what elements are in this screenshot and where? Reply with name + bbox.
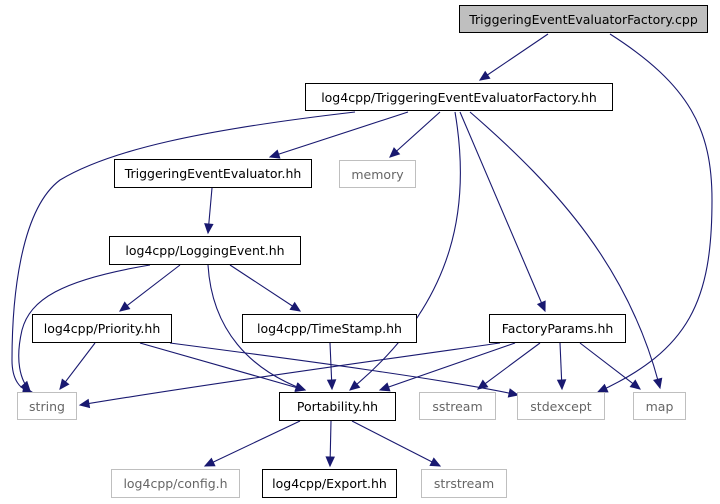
node-stdexcept: stdexcept xyxy=(517,392,605,420)
edge-log4cpp-logging-event-hh-to-log4cpp-priority-hh xyxy=(119,264,181,312)
edge-log4cpp-priority-hh-to-string xyxy=(59,342,96,390)
edge-line xyxy=(59,342,96,390)
edge-line xyxy=(351,420,441,467)
edge-line xyxy=(207,264,306,391)
edge-log4cpp-time-stamp-hh-to-portability-hh xyxy=(326,342,337,391)
edge-portability-hh-to-log4cpp-config-h xyxy=(203,420,301,467)
edge-arrowhead xyxy=(629,379,641,390)
edge-arrowhead xyxy=(429,457,442,467)
edge-factory-params-hh-to-portability-hh xyxy=(378,342,516,392)
edge-factory-params-hh-to-stdexcept xyxy=(556,342,567,391)
edge-line xyxy=(269,111,409,158)
edge-line xyxy=(479,33,549,81)
node-map: map xyxy=(633,392,686,420)
edge-log4cpp-logging-event-hh-to-log4cpp-time-stamp-hh xyxy=(229,264,302,312)
edge-log4cpp-logging-event-hh-to-string xyxy=(18,264,151,392)
edge-line xyxy=(459,111,546,312)
edge-arrowhead xyxy=(268,149,281,159)
node-triggering-event-evaluator-hh[interactable]: TriggeringEventEvaluator.hh xyxy=(114,159,312,188)
edge-line xyxy=(204,420,301,467)
edge-triggering-event-evaluator-factory-cpp-to-log4cpp-triggering-event-evaluator-factory-hh xyxy=(478,33,549,81)
edge-line xyxy=(229,264,301,312)
edge-triggering-event-evaluator-hh-to-log4cpp-logging-event-hh xyxy=(204,187,214,235)
edge-arrowhead xyxy=(556,379,567,391)
edge-arrowhead xyxy=(477,379,489,390)
node-memory: memory xyxy=(339,160,416,188)
edge-triggering-event-evaluator-factory-cpp-to-stdexcept xyxy=(596,33,713,393)
edge-line xyxy=(597,33,713,393)
edge-arrowhead xyxy=(294,382,307,392)
edge-log4cpp-priority-hh-to-stdexcept xyxy=(169,342,520,398)
edge-arrowhead xyxy=(536,300,546,313)
edge-arrowhead xyxy=(349,380,361,391)
node-string: string xyxy=(17,392,77,420)
edge-arrowhead xyxy=(596,383,609,393)
edge-arrowhead xyxy=(389,147,401,158)
edge-line xyxy=(349,111,461,391)
edges-layer xyxy=(11,33,713,468)
edge-log4cpp-triggering-event-evaluator-factory-hh-to-memory xyxy=(389,111,441,158)
node-log4cpp-time-stamp-hh[interactable]: log4cpp/TimeStamp.hh xyxy=(242,314,417,343)
edge-factory-params-hh-to-sstream xyxy=(477,342,541,390)
edge-line xyxy=(169,342,519,396)
node-factory-params-hh[interactable]: FactoryParams.hh xyxy=(489,314,626,343)
edge-log4cpp-priority-hh-to-portability-hh xyxy=(139,342,307,392)
edge-arrowhead xyxy=(289,301,302,312)
edge-arrowhead xyxy=(59,378,70,390)
node-log4cpp-config-h: log4cpp/config.h xyxy=(111,469,240,498)
edge-portability-hh-to-strstream xyxy=(351,420,442,467)
edge-arrowhead xyxy=(204,223,214,235)
edge-line xyxy=(579,342,641,390)
node-log4cpp-export-hh[interactable]: log4cpp/Export.hh xyxy=(262,469,397,498)
edge-log4cpp-triggering-event-evaluator-factory-hh-to-portability-hh xyxy=(349,111,461,391)
edge-arrowhead xyxy=(653,377,663,390)
edge-log4cpp-triggering-event-evaluator-factory-hh-to-map xyxy=(469,111,663,390)
edge-line xyxy=(11,111,356,393)
edge-arrowhead xyxy=(119,301,131,312)
edge-log4cpp-triggering-event-evaluator-factory-hh-to-triggering-event-evaluator-hh xyxy=(268,111,409,159)
edge-log4cpp-triggering-event-evaluator-factory-hh-to-factory-params-hh xyxy=(459,111,546,313)
edge-portability-hh-to-log4cpp-export-hh xyxy=(325,420,335,468)
edge-factory-params-hh-to-string xyxy=(78,342,501,409)
edge-line xyxy=(79,342,501,406)
edge-line xyxy=(379,342,516,391)
edge-line xyxy=(119,264,181,312)
node-strstream: strstream xyxy=(421,469,507,498)
edge-arrowhead xyxy=(78,398,91,409)
edge-line xyxy=(389,111,441,158)
node-log4cpp-triggering-event-evaluator-factory-hh[interactable]: log4cpp/TriggeringEventEvaluatorFactory.… xyxy=(305,83,613,111)
edge-arrowhead xyxy=(507,388,520,398)
edge-arrowhead xyxy=(378,382,391,392)
edge-line xyxy=(469,111,661,389)
edge-arrowhead xyxy=(478,70,491,81)
node-log4cpp-priority-hh[interactable]: log4cpp/Priority.hh xyxy=(32,314,172,343)
node-log4cpp-logging-event-hh[interactable]: log4cpp/LoggingEvent.hh xyxy=(109,236,301,265)
edge-line xyxy=(18,264,151,392)
edge-arrowhead xyxy=(326,379,337,391)
edge-line xyxy=(477,342,541,390)
node-portability-hh[interactable]: Portability.hh xyxy=(279,392,396,421)
node-sstream: sstream xyxy=(419,392,496,420)
edge-arrowhead xyxy=(325,456,335,468)
edge-arrowhead xyxy=(20,380,31,392)
edge-line xyxy=(139,342,306,391)
node-triggering-event-evaluator-factory-cpp: TriggeringEventEvaluatorFactory.cpp xyxy=(459,5,708,33)
edge-factory-params-hh-to-map xyxy=(579,342,641,390)
edge-arrowhead xyxy=(203,457,216,467)
